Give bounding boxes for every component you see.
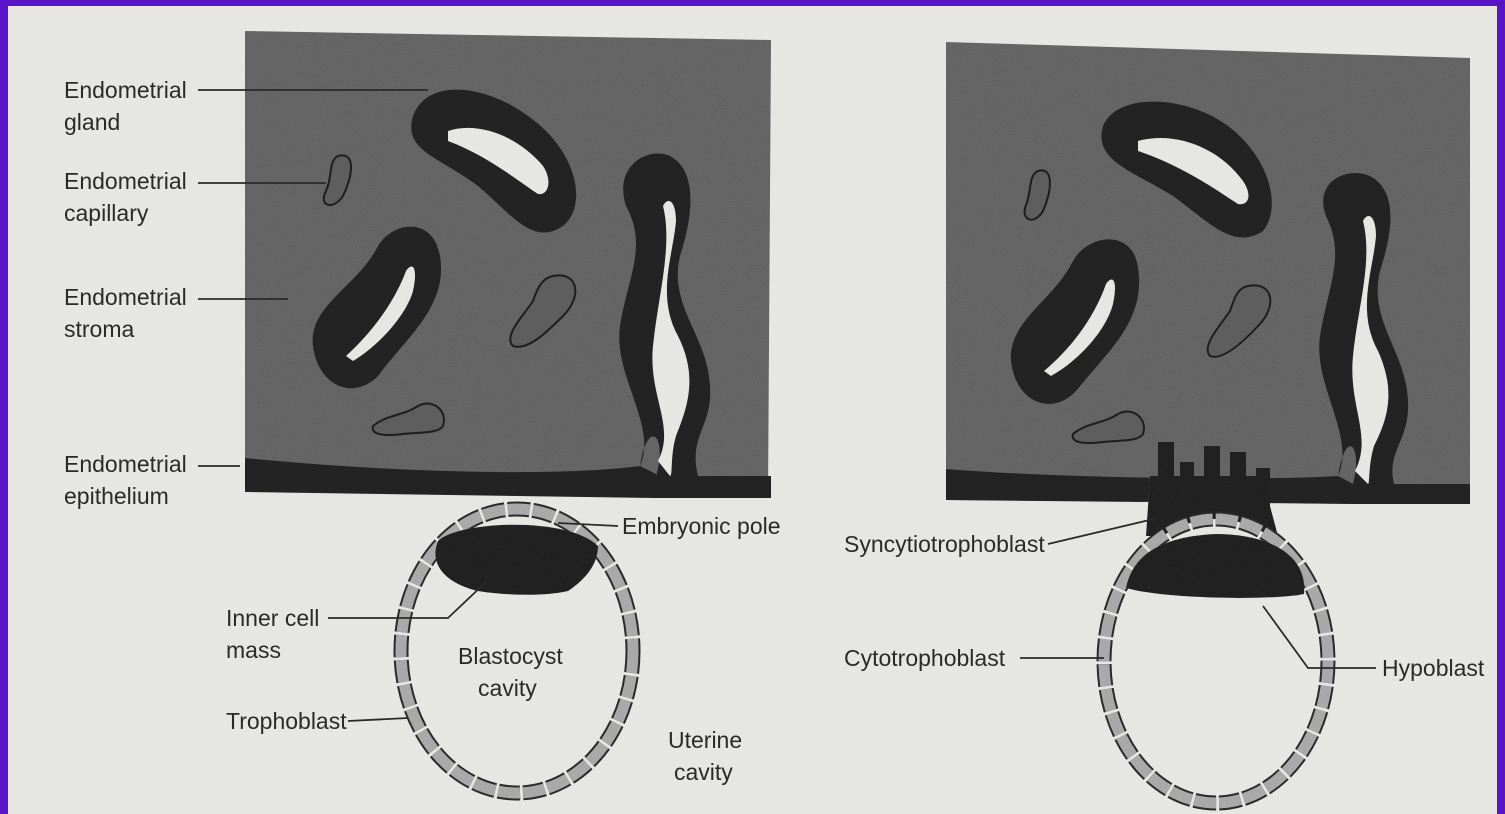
label-syncytiotrophoblast: Syncytiotrophoblast: [844, 531, 1045, 557]
label-inner-cell-mass-1: Inner cell: [226, 605, 319, 631]
label-endometrial-capillary-2: capillary: [64, 200, 149, 226]
leader-syncytiotrophoblast: [1048, 518, 1158, 544]
label-blastocyst-cavity-2: cavity: [478, 675, 537, 701]
label-inner-cell-mass-2: mass: [226, 637, 281, 663]
left-panel: Endometrial gland Endometrial capillary …: [64, 31, 781, 793]
label-endometrial-capillary-1: Endometrial: [64, 168, 187, 194]
implantation-diagram: Endometrial gland Endometrial capillary …: [8, 6, 1497, 814]
inner-cell-mass-shape: [435, 525, 598, 595]
leader-trophoblast: [348, 718, 408, 721]
label-cytotrophoblast: Cytotrophoblast: [844, 645, 1006, 671]
label-blastocyst-cavity-1: Blastocyst: [458, 643, 563, 669]
label-endometrial-epithelium-2: epithelium: [64, 483, 169, 509]
label-embryonic-pole: Embryonic pole: [622, 513, 781, 539]
diagram-frame: Endometrial gland Endometrial capillary …: [8, 6, 1497, 814]
label-endometrial-gland-2: gland: [64, 109, 120, 135]
right-panel: Syncytiotrophoblast Cytotrophoblast Hypo…: [844, 42, 1485, 803]
label-hypoblast: Hypoblast: [1382, 655, 1485, 681]
label-endometrial-gland-1: Endometrial: [64, 77, 187, 103]
label-endometrial-stroma-1: Endometrial: [64, 284, 187, 310]
label-uterine-cavity-1: Uterine: [668, 727, 742, 753]
label-uterine-cavity-2: cavity: [674, 759, 733, 785]
label-endometrial-epithelium-1: Endometrial: [64, 451, 187, 477]
blastocyst-right: [1104, 519, 1328, 803]
label-trophoblast: Trophoblast: [226, 708, 347, 734]
label-endometrial-stroma-2: stroma: [64, 316, 135, 342]
